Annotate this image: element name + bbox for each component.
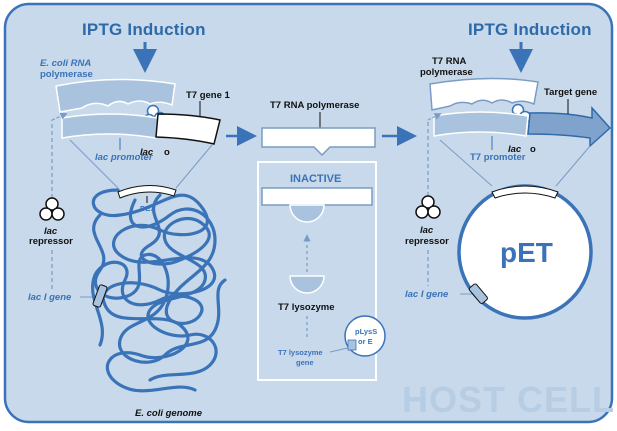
t7-promoter-label: T7 promoter [470, 152, 526, 163]
right-o-label: o [530, 144, 536, 155]
host-cell-label: HOST CELL [402, 379, 615, 420]
lac-promoter-segment [61, 113, 159, 139]
left-repressor-label-1: lac [44, 226, 58, 237]
right-repressor-label-1: lac [420, 225, 434, 236]
right-induction-title: IPTG Induction [468, 20, 592, 39]
lac-label: lac [140, 147, 154, 158]
inactive-label: INACTIVE [290, 173, 341, 185]
right-lac-label: lac [508, 144, 522, 155]
right-lac-i-gene-label: lac I gene [405, 289, 449, 300]
right-repressor-circle-2 [415, 205, 429, 219]
right-repressor-circle-3 [427, 205, 441, 219]
pet-lac-i-segment [468, 283, 488, 304]
plyss-label-2: or E [358, 337, 373, 346]
left-lac-i-gene-segment [92, 284, 108, 308]
inactive-box [257, 161, 377, 381]
o-label: o [164, 147, 170, 158]
right-zoom-line-2 [555, 145, 591, 187]
ecoli-genome [91, 188, 227, 393]
pet-insert-segment [491, 185, 559, 199]
ecoli-polymerase-shape [55, 78, 176, 113]
left-lac-i-gene-label: lac I gene [28, 292, 72, 303]
left-repressor-dashed-arrow [51, 112, 68, 121]
target-gene-arrow [527, 106, 612, 148]
right-zoom-line-1 [439, 139, 493, 187]
de3-label: DE3 [140, 204, 155, 213]
t7-lysozyme-gene-label-2: gene [296, 358, 314, 367]
t7-lysozyme-gene-label-1: T7 lysozyme [278, 348, 323, 357]
right-repressor-dashed-arrow [427, 113, 442, 121]
pet-label: pET [500, 237, 553, 268]
free-lysozyme-shape [289, 275, 325, 294]
inactive-polymerase [261, 187, 373, 206]
right-t7-polymerase-shape [429, 77, 539, 111]
left-repressor-circle-3 [51, 207, 65, 221]
ecoli-polymerase-label-2: polymerase [40, 69, 93, 80]
t7-rna-polymerase-label: T7 RNA polymerase [270, 100, 359, 111]
target-gene-label: Target gene [544, 87, 597, 98]
plyss-label-1: pLysS [355, 327, 377, 336]
t7-promoter-segment [433, 111, 529, 137]
ecoli-polymerase-label-1: E. coli RNA [40, 58, 91, 69]
de3-insert [117, 185, 177, 199]
t7-lysozyme-label: T7 lysozyme [278, 302, 335, 313]
lac-promoter-label: lac promoter [95, 152, 154, 163]
left-repressor-circle-2 [39, 207, 53, 221]
left-zoom-line-2 [175, 144, 213, 189]
left-repressor-label-2: repressor [29, 236, 73, 247]
t7-polymerase-label-1: T7 RNA [432, 56, 466, 67]
right-repressor-label-2: repressor [405, 236, 449, 247]
plyss-gene-segment [347, 339, 357, 351]
genome-label: E. coli genome [135, 408, 203, 419]
t7-gene1-label: T7 gene 1 [186, 90, 231, 101]
left-repressor-circle-1 [45, 197, 59, 211]
left-induction-title: IPTG Induction [82, 20, 206, 39]
left-zoom-line-1 [69, 139, 119, 189]
t7-rna-polymerase-shape [261, 127, 376, 157]
bound-lysozyme-shape [289, 204, 325, 223]
t7-polymerase-label-2: polymerase [420, 67, 473, 78]
right-repressor-circle-1 [421, 195, 435, 209]
t7-gene1-segment [155, 113, 221, 145]
